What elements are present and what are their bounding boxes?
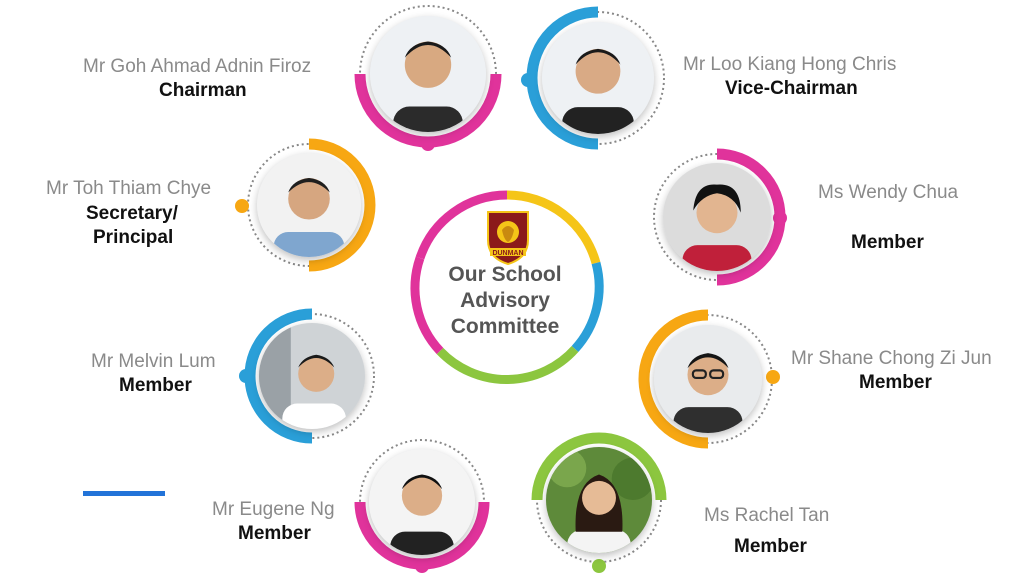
member-card-eugene-ng bbox=[354, 436, 490, 573]
member-role: Member bbox=[851, 232, 924, 253]
person-avatar-icon bbox=[663, 163, 771, 271]
person-avatar-icon bbox=[257, 153, 361, 257]
title-line-3: Committee bbox=[450, 315, 560, 338]
member-ring bbox=[354, 439, 490, 573]
member-role: Member bbox=[859, 372, 932, 393]
member-photo bbox=[257, 153, 361, 257]
committee-title: Our School Advisory Committee bbox=[430, 262, 580, 340]
member-role-line-2: Principal bbox=[93, 227, 174, 248]
member-role: Member bbox=[734, 536, 807, 557]
member-ring bbox=[235, 138, 376, 272]
member-photo bbox=[546, 447, 652, 553]
member-name: Mr Loo Kiang Hong Chris bbox=[683, 54, 897, 75]
member-name: Mr Shane Chong Zi Jun bbox=[791, 348, 992, 369]
person-avatar-icon bbox=[369, 449, 475, 555]
title-line-2: Advisory bbox=[460, 289, 550, 312]
person-avatar-icon bbox=[259, 323, 365, 429]
member-card-wendy-chua bbox=[650, 148, 787, 286]
member-name: Mr Melvin Lum bbox=[91, 351, 216, 372]
member-name: Ms Rachel Tan bbox=[704, 505, 830, 526]
logo-text: DUNMAN bbox=[492, 250, 523, 257]
member-name: Mr Goh Ahmad Adnin Firoz bbox=[83, 56, 312, 77]
member-role: Vice-Chairman bbox=[725, 78, 858, 99]
member-card-rachel-tan bbox=[531, 432, 667, 573]
member-name: Ms Wendy Chua bbox=[818, 182, 959, 203]
member-photo bbox=[654, 325, 762, 433]
member-photo bbox=[370, 16, 486, 132]
member-card-vice-chairman bbox=[521, 6, 668, 150]
person-avatar-icon bbox=[654, 325, 762, 433]
member-role: Member bbox=[119, 375, 192, 396]
member-ring bbox=[531, 432, 667, 573]
school-crest-icon: DUNMAN bbox=[487, 211, 529, 266]
member-ring bbox=[653, 148, 787, 286]
member-card-chairman bbox=[354, 2, 502, 151]
person-avatar-icon bbox=[546, 447, 652, 553]
person-avatar-icon bbox=[370, 16, 486, 132]
member-ring bbox=[521, 6, 665, 150]
title-line-1: Our School bbox=[448, 263, 562, 286]
member-ring bbox=[638, 309, 780, 449]
member-name: Mr Eugene Ng bbox=[212, 499, 335, 520]
member-ring bbox=[354, 5, 502, 151]
member-card-secretary-principal bbox=[235, 138, 376, 272]
member-photo bbox=[259, 323, 365, 429]
member-role-line-1: Secretary/ bbox=[86, 203, 178, 224]
member-ring bbox=[239, 308, 375, 444]
member-name: Mr Toh Thiam Chye bbox=[46, 178, 212, 199]
member-card-melvin-lum bbox=[239, 308, 378, 444]
member-role: Chairman bbox=[159, 80, 247, 101]
member-card-shane-chong bbox=[638, 309, 780, 449]
person-avatar-icon bbox=[542, 22, 654, 134]
member-photo bbox=[369, 449, 475, 555]
accent-bar bbox=[83, 491, 165, 496]
member-photo bbox=[663, 163, 771, 271]
member-role: Member bbox=[238, 523, 311, 544]
member-photo bbox=[542, 22, 654, 134]
